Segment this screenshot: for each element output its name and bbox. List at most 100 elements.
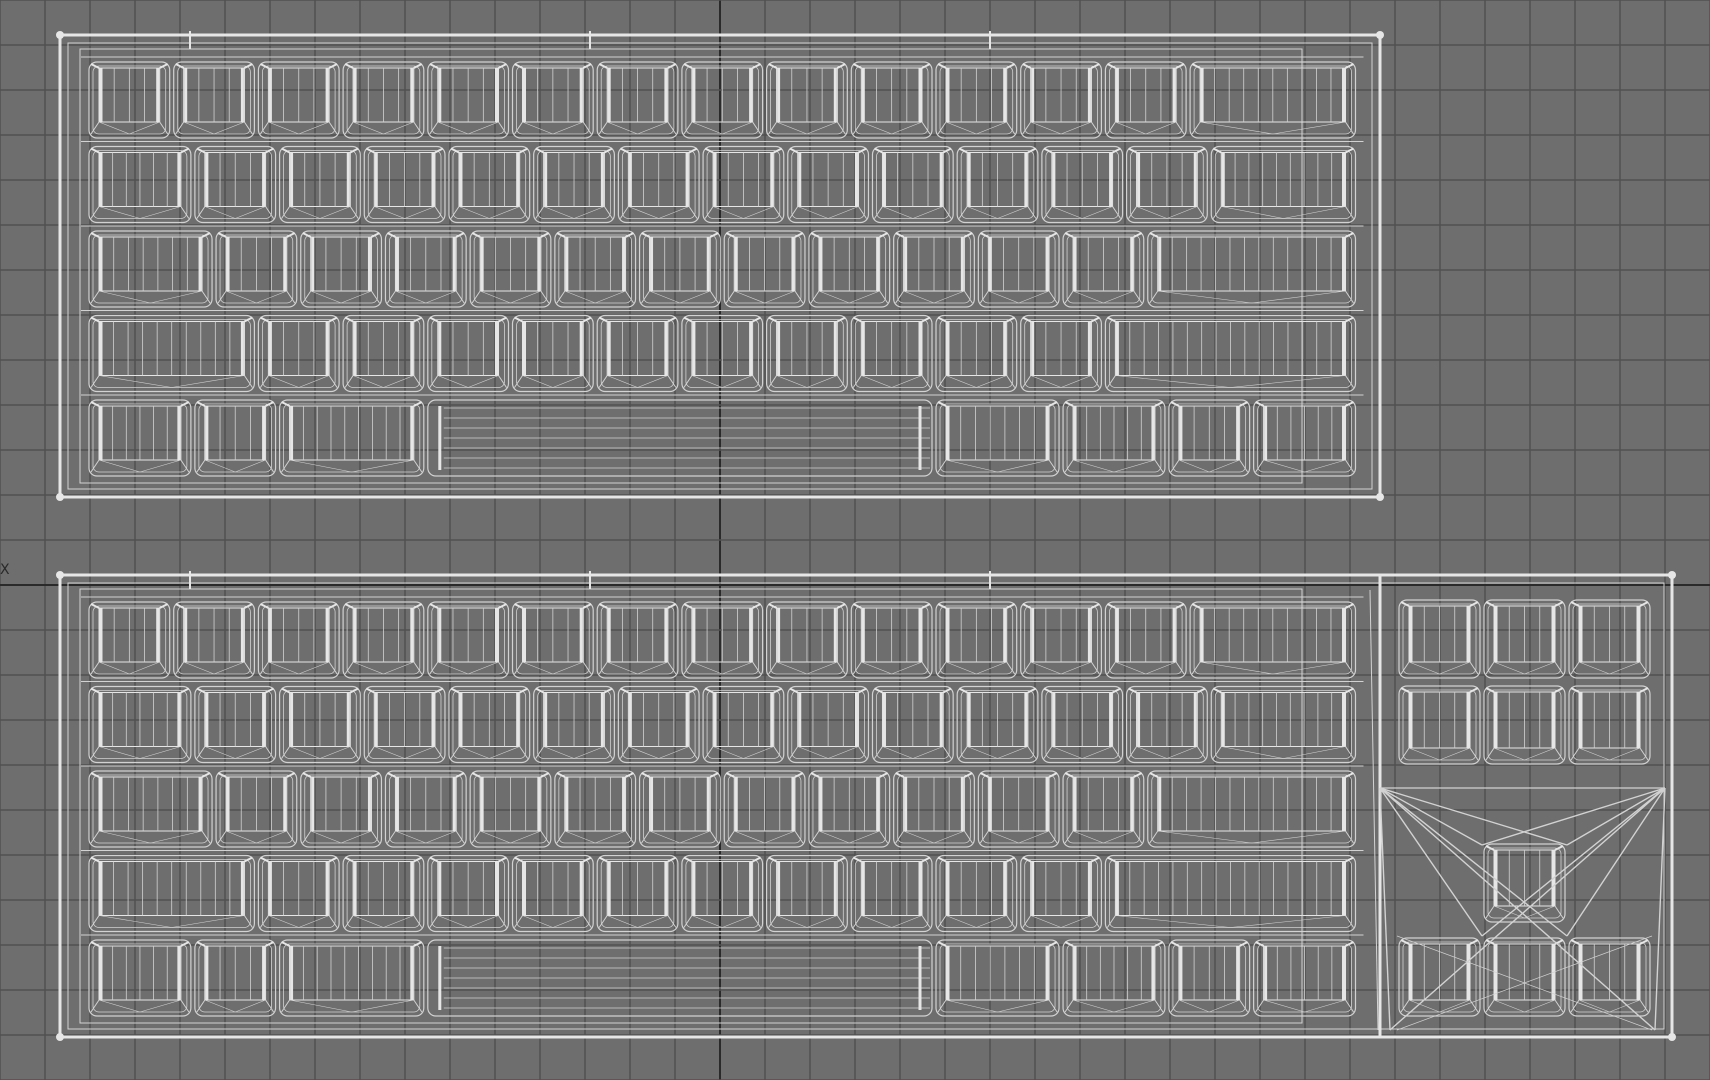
keycap-wireframe (1020, 601, 1103, 679)
keycap-wireframe (173, 601, 255, 679)
fan-edge (1654, 787, 1666, 1031)
keycap-wireframe (1483, 937, 1566, 1017)
fan-edge (1481, 787, 1666, 937)
keycap-wireframe (363, 145, 446, 224)
keycap-wireframe (1104, 61, 1187, 139)
keycap-wireframe (638, 230, 721, 308)
keycap-wireframe (1189, 601, 1357, 679)
keycap-wireframe (257, 854, 340, 933)
keycap-wireframe (893, 230, 975, 308)
fan-edge (1379, 787, 1483, 937)
keycap-wireframe (427, 61, 510, 139)
keycap-wireframe (765, 61, 848, 139)
case-corner-vertex (1376, 31, 1384, 39)
keycap-wireframe (871, 685, 954, 764)
keycap-wireframe (850, 854, 933, 933)
keycap-wireframe (88, 770, 213, 848)
keycap-wireframe (88, 685, 192, 764)
keyboard-top-wireframe (56, 31, 1384, 501)
keycap-wireframe (935, 399, 1060, 477)
keycap-wireframe (871, 145, 954, 224)
keycap-wireframe (1147, 770, 1357, 848)
keyboard-case-inner (67, 42, 1373, 490)
keycap-wireframe (1210, 145, 1357, 224)
keycap-wireframe (88, 854, 255, 933)
case-corner-vertex (56, 493, 64, 501)
keyboard-case-outer (58, 33, 1382, 499)
keycap-wireframe (511, 61, 594, 139)
nav-divider (1369, 589, 1379, 1031)
fan-edge (1379, 787, 1391, 1031)
keycap-wireframe (1568, 599, 1651, 679)
keycap-wireframe (1062, 939, 1166, 1017)
keycap-wireframe (808, 230, 891, 308)
keycap-wireframe (596, 854, 679, 933)
keycap-wireframe (787, 145, 870, 224)
keycap-wireframe (1398, 685, 1481, 765)
fan-edge (1379, 787, 1568, 937)
keycap-wireframe (257, 61, 340, 139)
keycap-wireframe (215, 770, 298, 848)
keycap-wireframe (511, 601, 594, 679)
keycap-wireframe (1104, 314, 1357, 393)
keycap-wireframe (723, 230, 806, 308)
keycap-wireframe (88, 230, 213, 308)
keycap-wireframe (1568, 937, 1651, 1017)
keycap-wireframe (596, 601, 679, 679)
keycap-wireframe (278, 939, 425, 1017)
keycap-wireframe (1041, 145, 1124, 224)
keycap-wireframe (300, 230, 383, 308)
keycap-wireframe (977, 230, 1060, 308)
keycap-wireframe (1483, 843, 1566, 923)
keycap-wireframe (1168, 399, 1251, 477)
keycap-wireframe (278, 145, 361, 224)
keycap-wireframe (956, 145, 1039, 224)
keycap-wireframe (448, 145, 531, 224)
keycap-wireframe (702, 145, 785, 224)
spacebar-wireframe (427, 399, 933, 477)
keycap-wireframe (1125, 685, 1208, 764)
keycap-wireframe (723, 770, 806, 848)
keycap-wireframe (935, 601, 1018, 679)
keycap-wireframe (257, 601, 340, 679)
keycap-wireframe (342, 61, 425, 139)
keycap-wireframe (1062, 399, 1166, 477)
keycap-wireframe (850, 601, 933, 679)
keycap-wireframe (1147, 230, 1357, 308)
keyboard-bottom-wireframe (56, 571, 1676, 1041)
keycap-wireframe (384, 770, 467, 848)
keycap-wireframe (1125, 145, 1208, 224)
keycap-wireframe (1062, 230, 1145, 308)
keycap-wireframe (342, 314, 425, 393)
keycap-wireframe (448, 685, 531, 764)
fan-edge (1481, 787, 1666, 846)
fan-edge (1379, 787, 1656, 1031)
keycap-wireframe (1483, 599, 1566, 679)
keycap-wireframe (511, 314, 594, 393)
keycap-wireframe (1189, 61, 1357, 139)
keycap-wireframe (617, 145, 700, 224)
keycap-wireframe (1104, 854, 1357, 933)
keycap-wireframe (681, 314, 764, 393)
keycap-wireframe (384, 230, 467, 308)
keycap-wireframe (808, 770, 891, 848)
keycap-wireframe (638, 770, 721, 848)
keycap-wireframe (681, 854, 764, 933)
keycap-wireframe (1398, 937, 1481, 1017)
keycap-wireframe (1210, 685, 1357, 764)
keycap-wireframe (1168, 939, 1251, 1017)
keycap-wireframe (935, 61, 1018, 139)
keycap-wireframe (427, 601, 510, 679)
keycap-wireframe (88, 399, 192, 477)
keycap-wireframe (596, 314, 679, 393)
keycap-wireframe (1062, 770, 1145, 848)
keycap-wireframe (765, 601, 848, 679)
keycap-wireframe (617, 685, 700, 764)
keycap-wireframe (765, 314, 848, 393)
keycap-wireframe (1104, 601, 1187, 679)
keycap-wireframe (977, 770, 1060, 848)
keycap-wireframe (511, 854, 594, 933)
keycap-wireframe (427, 854, 510, 933)
